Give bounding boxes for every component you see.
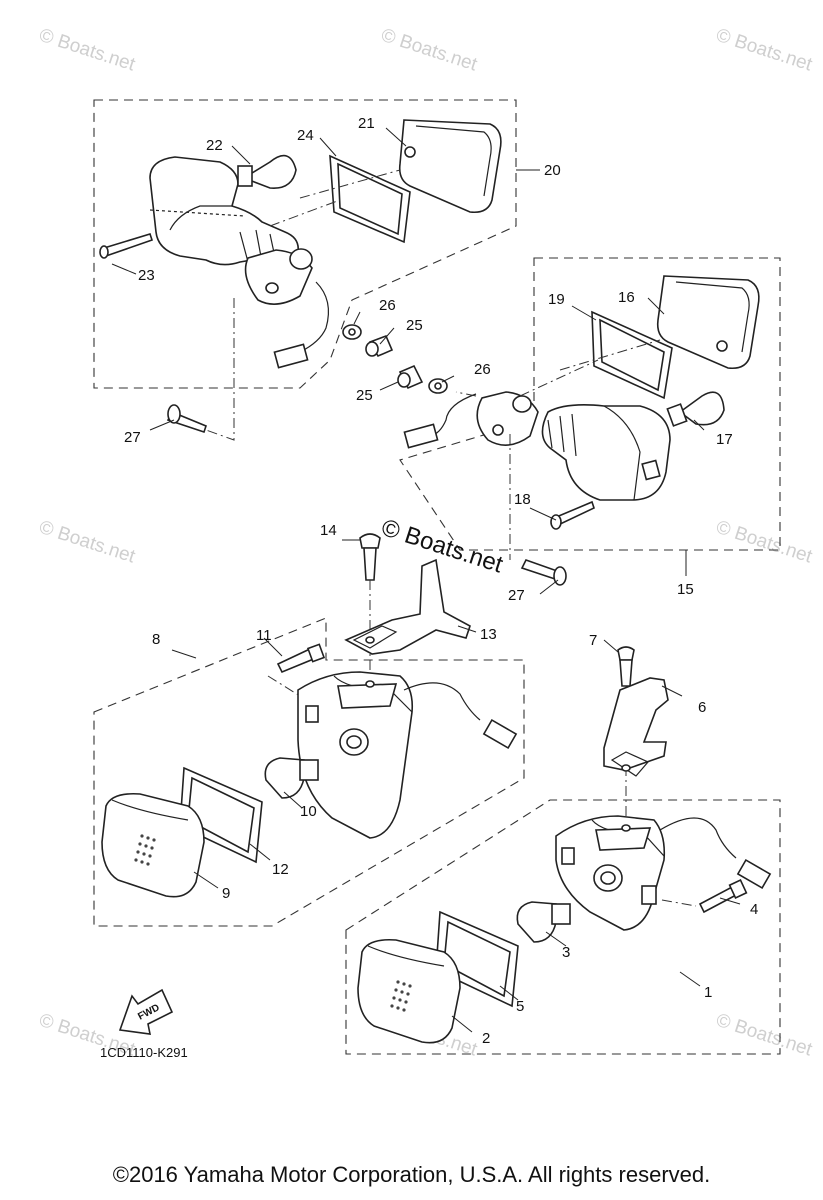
- callout-16: 16: [618, 289, 635, 306]
- lens-texture: [390, 980, 412, 1012]
- callout-18: 18: [514, 491, 531, 508]
- diagram-code: 1CD1110-K291: [100, 1045, 188, 1060]
- callout-3: 3: [562, 944, 570, 961]
- callout-5: 5: [516, 998, 524, 1015]
- callout-15: 15: [677, 581, 694, 598]
- assembly-15-front-right-flasher: [397, 257, 781, 586]
- fwd-arrow: FWD: [118, 988, 174, 1035]
- callout-21: 21: [358, 115, 375, 132]
- watermark-text: © Boats.net: [36, 517, 138, 568]
- callout-8: 8: [152, 631, 160, 648]
- callout-26a: 26: [379, 297, 396, 314]
- copyright-notice: ©2016 Yamaha Motor Corporation, U.S.A. A…: [112, 1162, 711, 1187]
- watermark-text: © Boats.net: [378, 25, 480, 76]
- callout-19: 19: [548, 291, 565, 308]
- callout-27a: 27: [124, 429, 141, 446]
- assembly-1-rear-right-flasher: [345, 799, 781, 1055]
- callout-22: 22: [206, 137, 223, 154]
- leader-lines: [111, 127, 741, 1033]
- callout-27b: 27: [508, 587, 525, 604]
- callout-10: 10: [300, 803, 317, 820]
- bracket-6-and-screw-7: [603, 646, 669, 820]
- watermark-text: © Boats.net: [713, 25, 815, 76]
- callout-1: 1: [704, 984, 712, 1001]
- callout-4: 4: [750, 901, 758, 918]
- watermark-text: © Boats.net: [36, 25, 138, 76]
- callout-26b: 26: [474, 361, 491, 378]
- callout-6: 6: [698, 699, 706, 716]
- callout-9: 9: [222, 885, 230, 902]
- watermark-text: © Boats.net: [713, 517, 815, 568]
- callout-12: 12: [272, 861, 289, 878]
- callout-2: 2: [482, 1030, 490, 1047]
- callout-25b: 25: [356, 387, 373, 404]
- callout-7: 7: [589, 632, 597, 649]
- callout-17: 17: [716, 431, 733, 448]
- callouts: 20 21 22 24 23 26 25 25 26 27 16 19 17 1…: [124, 115, 758, 1047]
- callout-25a: 25: [406, 317, 423, 334]
- assembly-8-rear-left-flasher: [93, 617, 525, 927]
- watermark-text: © Boats.net: [713, 1010, 815, 1061]
- callout-24: 24: [297, 127, 314, 144]
- bracket-13-and-screw-14: [344, 533, 471, 690]
- lens-texture: [134, 834, 156, 866]
- assembly-20-front-left-flasher: [93, 99, 517, 441]
- callout-23: 23: [138, 267, 155, 284]
- callout-20: 20: [544, 162, 561, 179]
- callout-11: 11: [256, 627, 272, 644]
- callout-14: 14: [320, 522, 337, 539]
- callout-13: 13: [480, 626, 497, 643]
